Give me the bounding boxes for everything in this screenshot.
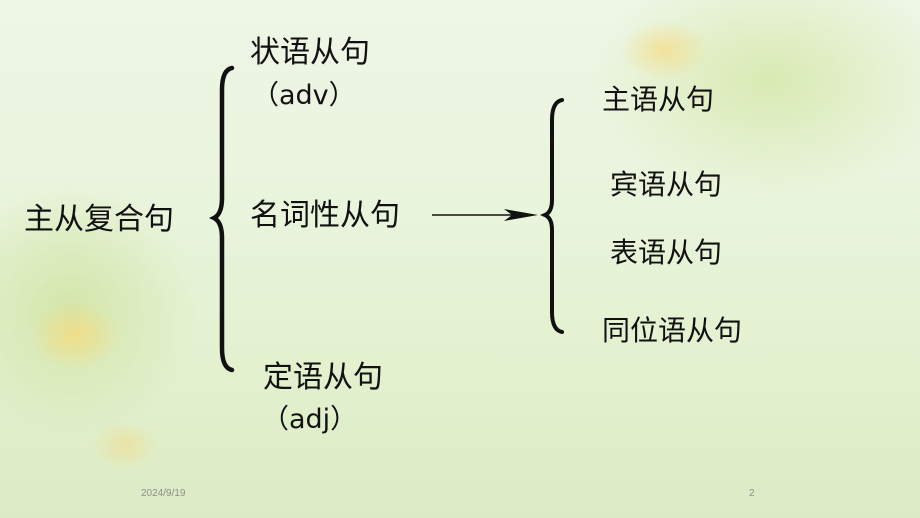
nominal-type-predicative: 表语从句 xyxy=(610,236,723,269)
branch-attributive-abbr: （adj） xyxy=(262,404,358,435)
arrow-head xyxy=(504,209,538,221)
branch-attributive: 定语从句 xyxy=(263,360,383,395)
right-brace xyxy=(539,98,564,334)
nominal-type-appositive: 同位语从句 xyxy=(602,314,743,347)
nominal-type-object: 宾语从句 xyxy=(610,168,723,201)
branch-adverbial-abbr: （adv） xyxy=(252,80,356,111)
footer-date: 2024/9/19 xyxy=(141,488,186,499)
left-brace xyxy=(208,65,235,373)
background-flower-yellow-3 xyxy=(90,420,160,470)
nominal-type-subject: 主语从句 xyxy=(602,83,715,116)
background-flower-yellow-2 xyxy=(30,300,120,370)
page-number: 2 xyxy=(749,488,755,499)
branch-nominal: 名词性从句 xyxy=(250,198,400,233)
background-flower-yellow-1 xyxy=(620,20,710,80)
root-label: 主从复合句 xyxy=(24,202,174,237)
branch-adverbial: 状语从句 xyxy=(250,35,370,70)
